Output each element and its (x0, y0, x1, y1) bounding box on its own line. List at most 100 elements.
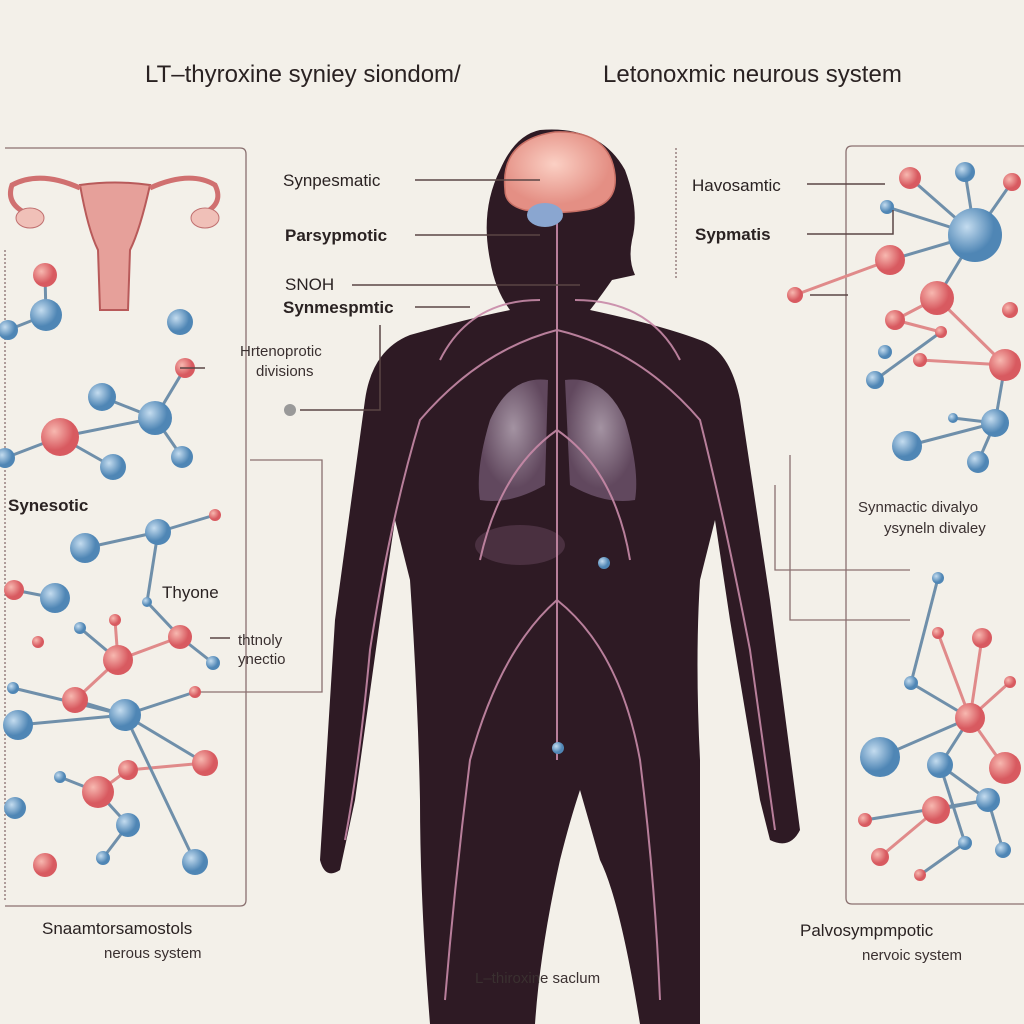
red-atom (858, 813, 872, 827)
red-atom (989, 349, 1021, 381)
red-atom (4, 580, 24, 600)
blue-atom (167, 309, 193, 335)
label-synesotic: Synesotic (8, 496, 88, 515)
blue-atom (4, 797, 26, 819)
red-atom (935, 326, 947, 338)
label-thyone: Thyone (162, 583, 219, 602)
red-atom (913, 353, 927, 367)
molecule-bond (874, 330, 942, 382)
caption-left-2: nerous system (104, 945, 202, 962)
molecule-bond (123, 714, 197, 863)
label-divisions: divisions (256, 363, 314, 380)
blue-atom (948, 208, 1002, 262)
red-atom (82, 776, 114, 808)
molecule-atoms (0, 162, 1021, 881)
uterus-illustration (8, 175, 221, 311)
red-atom (972, 628, 992, 648)
blue-atom (171, 446, 193, 468)
blue-atom (100, 454, 126, 480)
caption-center: L–thiroxine saclum (475, 970, 600, 987)
blue-atom (74, 622, 86, 634)
label-synpesmatic: Synpesmatic (283, 171, 381, 190)
blue-atom (904, 676, 918, 690)
red-atom (787, 287, 803, 303)
label-synmespmtic: Synmespmtic (283, 298, 394, 317)
blue-atom (892, 431, 922, 461)
red-atom (1002, 302, 1018, 318)
label-hrtenoprotic: Hrtenoprotic (240, 343, 322, 360)
label-thtnoly: thtnoly (238, 632, 283, 649)
blue-atom (932, 572, 944, 584)
red-atom (33, 263, 57, 287)
blue-atom (948, 413, 958, 423)
blue-atom (142, 597, 152, 607)
blue-atom (981, 409, 1009, 437)
blue-atom (880, 200, 894, 214)
blue-atom (976, 788, 1000, 812)
molecule-bond (794, 258, 891, 297)
red-atom (192, 750, 218, 776)
blue-atom (995, 842, 1011, 858)
red-atom (62, 687, 88, 713)
blue-atom (145, 519, 171, 545)
red-atom (871, 848, 889, 866)
red-atom (1004, 676, 1016, 688)
blue-atom (138, 401, 172, 435)
blue-atom (40, 583, 70, 613)
red-atom (920, 281, 954, 315)
blue-atom (182, 849, 208, 875)
blue-atom (0, 448, 15, 468)
left-frames (4, 147, 323, 907)
blue-atom (3, 710, 33, 740)
blue-atom (30, 299, 62, 331)
molecule-bond (919, 841, 966, 877)
blue-atom (860, 737, 900, 777)
leader-lines (180, 179, 894, 639)
red-atom (32, 636, 44, 648)
blue-atom (878, 345, 892, 359)
red-atom (922, 796, 950, 824)
red-atom (109, 614, 121, 626)
red-atom (41, 418, 79, 456)
blue-atom (967, 451, 989, 473)
label-sypmatis: Sypmatis (695, 225, 771, 244)
molecule-bond (906, 421, 996, 448)
blue-atom (88, 383, 116, 411)
blue-atom (7, 682, 19, 694)
red-atom (955, 703, 985, 733)
blue-atom (958, 836, 972, 850)
human-figure (284, 129, 800, 1024)
label-synmactic: Synmactic divalyo (858, 499, 978, 516)
label-parsypmotic: Parsypmotic (285, 226, 387, 245)
title-left: LT–thyroxine syniey siondom/ (145, 61, 461, 88)
molecule-bond (909, 577, 940, 684)
label-ynectio: ynectio (238, 651, 286, 668)
blue-atom (96, 851, 110, 865)
red-atom (118, 760, 138, 780)
label-snoh: SNOH (285, 275, 334, 294)
right-frames (675, 145, 1024, 905)
blue-atom (116, 813, 140, 837)
red-atom (168, 625, 192, 649)
red-atom (103, 645, 133, 675)
red-atom (1003, 173, 1021, 191)
caption-right-2: nervoic system (862, 947, 962, 964)
caption-left-1: Snaamtorsamostols (42, 919, 192, 938)
blue-atom (866, 371, 884, 389)
blue-atom (109, 699, 141, 731)
blue-atom (955, 162, 975, 182)
red-atom (899, 167, 921, 189)
caption-right-1: Palvosympmpotic (800, 921, 934, 940)
label-havosamtic: Havosamtic (692, 176, 781, 195)
molecule-bond (936, 632, 972, 719)
red-atom (189, 686, 201, 698)
molecule-bond (938, 764, 967, 844)
red-atom (989, 752, 1021, 784)
red-atom (209, 509, 221, 521)
blue-atom (54, 771, 66, 783)
blue-atom (0, 320, 18, 340)
red-atom (875, 245, 905, 275)
red-atom (914, 869, 926, 881)
